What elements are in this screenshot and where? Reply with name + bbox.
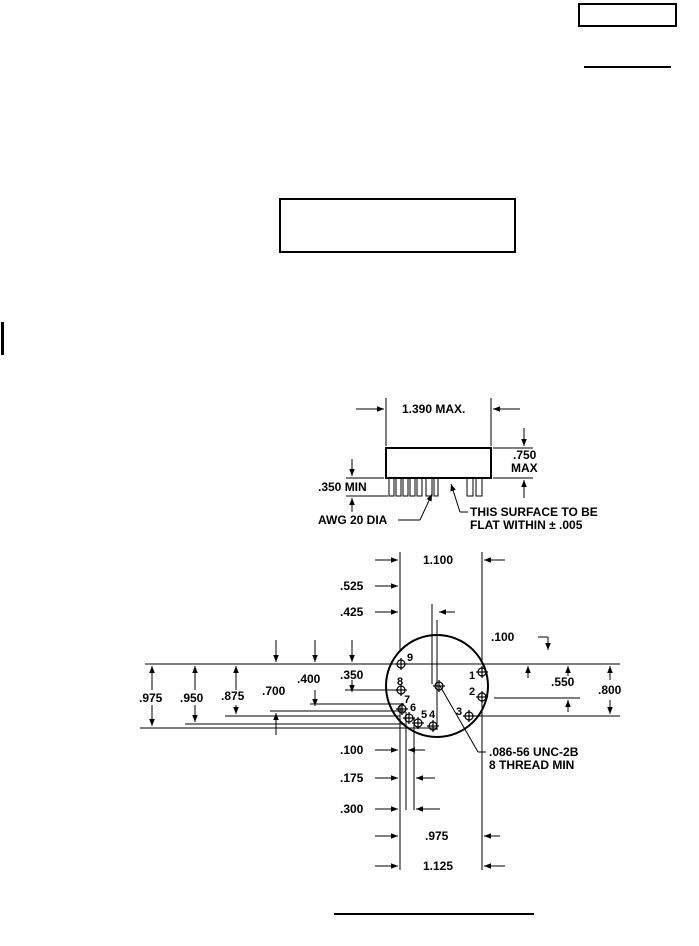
surface-note-2: FLAT WITHIN ± .005 xyxy=(470,518,583,532)
dim-100-bottom: .100 xyxy=(340,743,364,757)
pin-label-5: 5 xyxy=(421,709,427,721)
dim-800: .800 xyxy=(598,683,622,697)
dim-975-left: .975 xyxy=(139,691,163,705)
center-thread-hole xyxy=(433,680,445,692)
footer-underline xyxy=(334,913,534,915)
pin-2 xyxy=(476,691,488,703)
pin-label-3: 3 xyxy=(456,706,462,718)
pin-label-1: 1 xyxy=(469,670,475,682)
dim-300: .300 xyxy=(340,802,364,816)
dim-400: .400 xyxy=(297,672,321,686)
pin-label-6: 6 xyxy=(410,702,416,714)
dim-175: .175 xyxy=(340,771,364,785)
pin-label-4: 4 xyxy=(429,709,436,721)
center-box xyxy=(279,198,516,253)
side-view xyxy=(346,398,533,521)
surface-note-1: THIS SURFACE TO BE xyxy=(470,505,598,519)
dim-550: .550 xyxy=(551,675,575,689)
pin-4 xyxy=(427,720,439,732)
pin-label-8: 8 xyxy=(397,676,403,688)
dim-975-bottom: .975 xyxy=(425,829,449,843)
pin-3 xyxy=(463,710,475,722)
pin-markers xyxy=(395,658,488,732)
pin-7 xyxy=(396,703,408,715)
dim-950: .950 xyxy=(180,691,204,705)
pin-9 xyxy=(395,658,407,670)
dim-1100-top: 1.100 xyxy=(423,553,453,567)
change-bar xyxy=(1,322,4,355)
thread-note-1: .086-56 UNC-2B xyxy=(489,745,579,759)
pin-wire-label: AWG 20 DIA xyxy=(318,513,388,527)
header-box xyxy=(578,3,677,27)
pin-label-7: 7 xyxy=(404,694,410,706)
pin-5 xyxy=(412,717,424,729)
pin-6 xyxy=(403,712,415,724)
pin-label-9: 9 xyxy=(407,652,413,664)
pin-label-2: 2 xyxy=(469,686,475,698)
height-dim-label-1: .750 xyxy=(513,448,537,462)
dim-875: .875 xyxy=(221,689,245,703)
width-dim-label: 1.390 MAX. xyxy=(402,402,465,416)
thread-note-2: 8 THREAD MIN xyxy=(489,758,574,772)
dim-700: .700 xyxy=(262,684,286,698)
pin-length-label: .350 MIN xyxy=(318,480,367,494)
dim-525: .525 xyxy=(340,579,364,593)
dim-350: .350 xyxy=(340,668,364,682)
dim-1125: 1.125 xyxy=(423,859,453,873)
dim-425: .425 xyxy=(340,605,364,619)
pin-1 xyxy=(476,666,488,678)
bottom-view xyxy=(140,552,620,870)
header-underline xyxy=(584,66,671,68)
height-dim-label-2: MAX xyxy=(511,461,538,475)
pin-8 xyxy=(395,684,407,696)
dim-100-top: .100 xyxy=(491,630,515,644)
